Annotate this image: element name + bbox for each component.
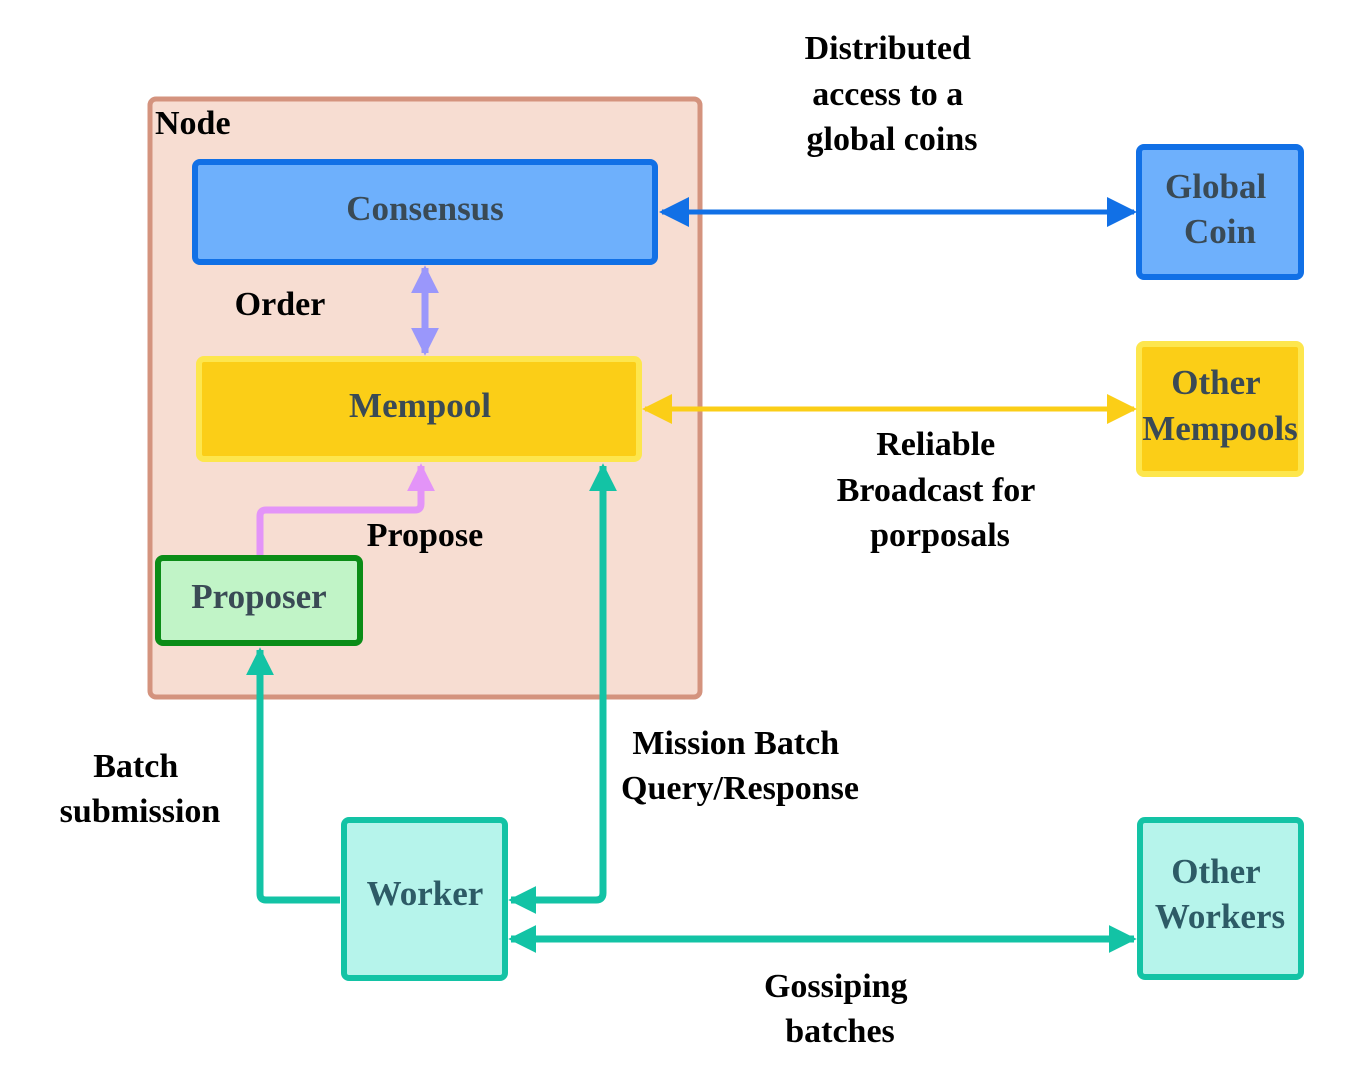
other-mempools-line-2: Mempools [1142,409,1298,448]
reliable-broadcast-label: Reliable Broadcast for porposals [837,426,1044,554]
batch-submission-line-1: Batch [93,748,178,785]
reliable-broadcast-line-2: Broadcast for [837,472,1036,509]
global-coin-box [1136,144,1304,280]
batch-submission-arrow [246,647,340,904]
mission-batch-line-1: Mission Batch [632,725,839,762]
node-label: Node [155,105,231,142]
mempool-box [196,356,642,462]
other-workers-box [1137,817,1304,980]
gossiping-line-1: Gossiping [764,968,908,1005]
global-coin-label: Global Coin [1165,167,1275,251]
proposer-box [155,555,363,646]
worker-label: Worker [367,874,484,913]
gossiping-label: Gossiping batches [764,968,916,1050]
consensus-box [192,159,658,265]
other-workers-label: Other Workers [1155,852,1285,936]
other-workers-line-1: Other [1171,852,1260,891]
gossiping-line-2: batches [785,1013,895,1050]
mission-batch-line-2: Query/Response [621,770,859,807]
distributed-access-line-1: Distributed [805,30,971,67]
other-mempools-label: Other Mempools [1142,363,1298,448]
global-coin-line-1: Global [1165,167,1266,206]
distributed-access-line-2: access to a [812,76,963,113]
consensus-label: Consensus [346,189,504,228]
propose-arrow [256,463,435,555]
mempool-label: Mempool [349,386,491,425]
global-coin-line-2: Coin [1184,212,1256,251]
other-workers-line-2: Workers [1155,897,1285,936]
distributed-access-label: Distributed access to a global coins [805,30,980,158]
worker-box [341,817,508,981]
reliable-broadcast-line-3: porposals [870,517,1010,554]
proposer-label: Proposer [191,577,326,616]
distributed-access-line-3: global coins [807,121,978,158]
mission-batch-arrow [508,463,617,914]
reliable-broadcast-line-1: Reliable [876,426,995,463]
batch-submission-line-2: submission [60,793,221,830]
mission-batch-label: Mission Batch Query/Response [621,725,859,807]
batch-submission-label: Batch submission [60,748,221,830]
propose-label: Propose [367,517,483,554]
other-mempools-box [1136,341,1304,477]
other-mempools-line-1: Other [1171,363,1260,402]
order-label: Order [235,286,326,323]
